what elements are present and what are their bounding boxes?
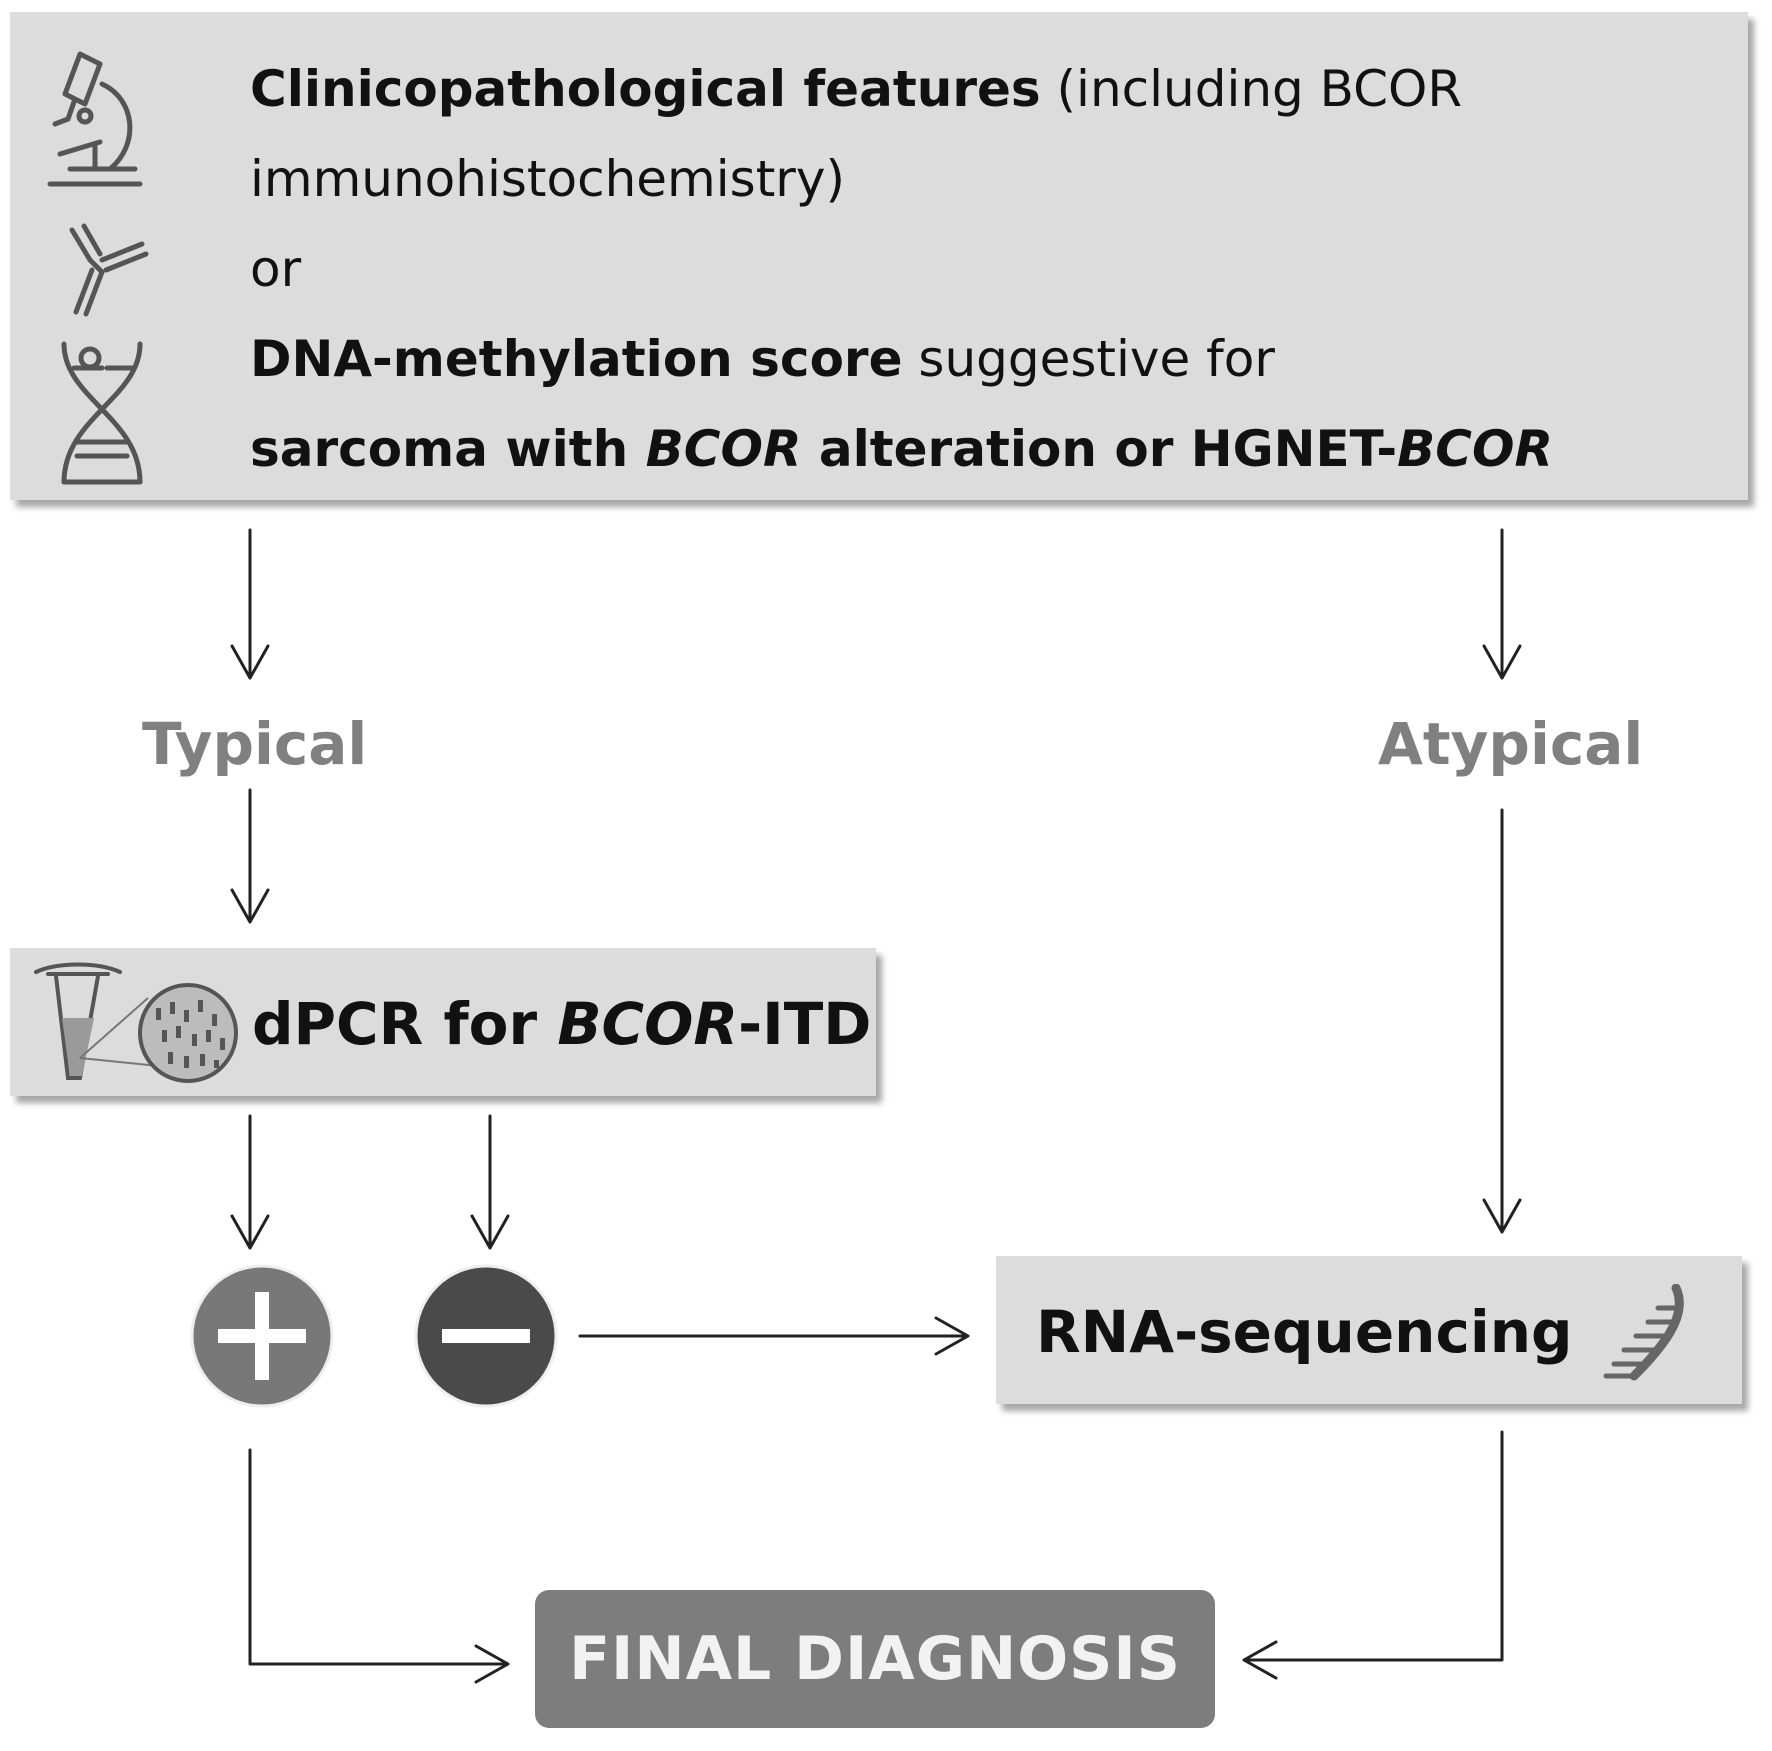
- features-note: (including BCOR: [1040, 60, 1463, 118]
- features-heading: Clinicopathological features: [250, 60, 1041, 118]
- features-line: Clinicopathological features (including …: [250, 64, 1462, 114]
- sarcoma-gene-2: BCOR: [1397, 420, 1553, 478]
- rna-strand-icon: [1603, 1284, 1684, 1381]
- arrow-to-atypical: [1482, 528, 1522, 680]
- typical-label: Typical: [142, 710, 368, 778]
- microscope-icon: [47, 51, 143, 187]
- dpcr-suffix: -ITD: [738, 990, 872, 1058]
- antibody-icon: [69, 223, 149, 317]
- ihc-line: immunohistochemistry): [250, 150, 845, 208]
- pcr-tube-icon: [34, 962, 238, 1083]
- plus-circle-icon: [190, 1264, 334, 1408]
- rna-sequencing-box: RNA-sequencing: [996, 1256, 1742, 1404]
- methylation-heading: DNA-methylation score: [250, 330, 903, 388]
- methylation-note: suggestive for: [902, 330, 1275, 388]
- methylation-line: DNA-methylation score suggestive for: [250, 334, 1275, 384]
- dpcr-prefix: dPCR for: [252, 990, 558, 1058]
- sarcoma-gene-1: BCOR: [645, 420, 802, 478]
- atypical-label: Atypical: [1378, 710, 1644, 778]
- or-line: or: [250, 240, 302, 298]
- dpcr-label: dPCR for BCOR-ITD: [252, 990, 871, 1058]
- arrow-rna-to-final: [1242, 1430, 1504, 1680]
- rna-sequencing-label: RNA-sequencing: [1036, 1298, 1573, 1366]
- minus-circle-icon: [414, 1264, 558, 1408]
- arrow-positive-to-final: [248, 1448, 510, 1684]
- sarcoma-text-2: alteration or HGNET-: [801, 420, 1398, 478]
- arrow-negative-to-rna: [578, 1316, 970, 1356]
- arrow-to-dpcr: [230, 788, 270, 924]
- arrow-to-typical: [230, 528, 270, 680]
- clinicopathological-box: Clinicopathological features (including …: [10, 12, 1748, 500]
- sarcoma-line: sarcoma with BCOR alteration or HGNET-BC…: [250, 424, 1553, 474]
- arrow-to-positive: [230, 1114, 270, 1250]
- arrow-to-negative: [470, 1114, 510, 1250]
- dpcr-gene: BCOR: [557, 990, 739, 1058]
- arrow-atypical-to-rna: [1482, 808, 1522, 1234]
- final-diagnosis-box: FINAL DIAGNOSIS: [535, 1590, 1215, 1728]
- dna-icon: [61, 341, 143, 485]
- dpcr-box: dPCR for BCOR-ITD: [10, 948, 876, 1096]
- sarcoma-text-1: sarcoma with: [250, 420, 646, 478]
